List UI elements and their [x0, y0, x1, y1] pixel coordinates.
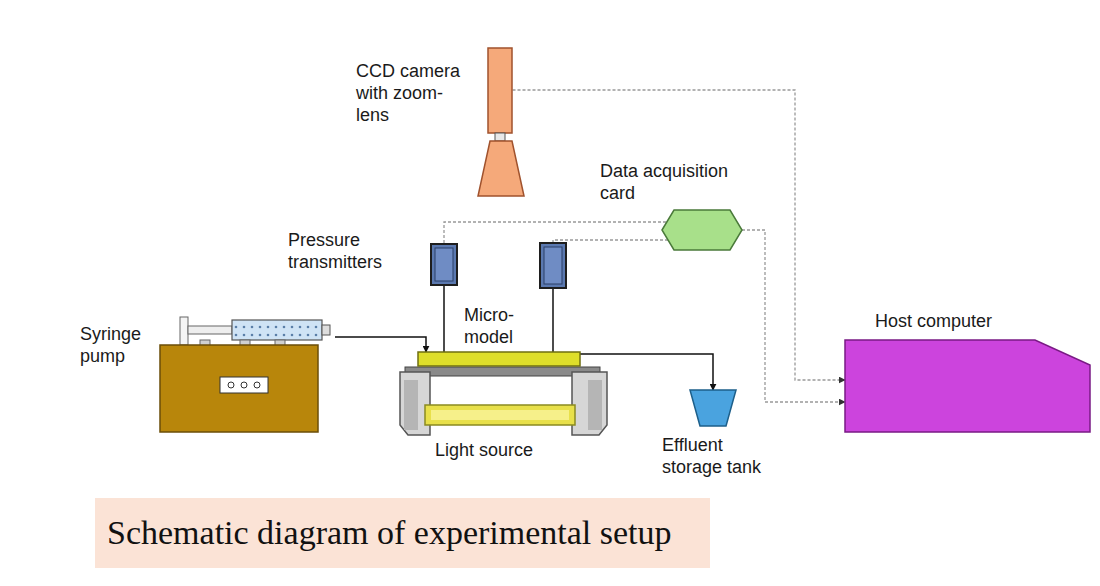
component-label: Pressure transmitters — [288, 229, 400, 273]
component-label: Light source — [435, 439, 533, 461]
flow-line — [335, 337, 426, 352]
flow-line — [443, 286, 445, 352]
component-label: Data acquisition card — [600, 160, 750, 204]
pressure-transmitter — [540, 243, 566, 288]
signal-line — [444, 222, 667, 243]
component-label: Host computer — [875, 310, 992, 332]
signal-wire — [553, 240, 668, 243]
camera-shape — [478, 48, 524, 196]
caption-text: Schematic diagram of experimental setup — [95, 514, 672, 552]
component-label: Micro-model — [464, 304, 528, 348]
holder-bar — [405, 367, 600, 376]
host-computer: Host computer — [845, 340, 1090, 432]
signal-line — [742, 230, 845, 402]
transmitter-tube — [552, 288, 554, 352]
flow-line — [580, 354, 713, 390]
acquisition-card: Data acquisition card — [662, 210, 742, 250]
syringe-pump-shape — [160, 315, 335, 432]
host-computer-shape — [845, 340, 1090, 432]
caption-band: Schematic diagram of experimental setup — [95, 498, 710, 568]
transmitter-face — [544, 247, 562, 284]
component-label: CCD camera with zoom-lens — [356, 60, 468, 126]
signal-line — [513, 90, 846, 380]
micro-model: Micro-model — [418, 352, 580, 366]
holder-shade — [404, 380, 418, 430]
pressure-transmitter-shape — [430, 243, 458, 286]
pressure-transmitter: Pressure transmitters — [430, 243, 458, 286]
syringe-pump: Syringe pump — [160, 315, 335, 432]
camera: CCD camera with zoom-lens — [478, 48, 524, 196]
acquisition-card-shape — [662, 210, 742, 250]
light-source: Light source — [425, 405, 575, 425]
effluent-tank-shape — [690, 390, 736, 426]
component-label: Syringe pump — [80, 323, 152, 367]
effluent-tank: Effluent storage tank — [690, 390, 736, 426]
holder-shade — [588, 380, 602, 430]
component-label: Effluent storage tank — [662, 434, 777, 478]
holder-leg — [572, 372, 607, 435]
micro-model-shape — [418, 352, 580, 366]
light-source-shape — [425, 405, 575, 425]
